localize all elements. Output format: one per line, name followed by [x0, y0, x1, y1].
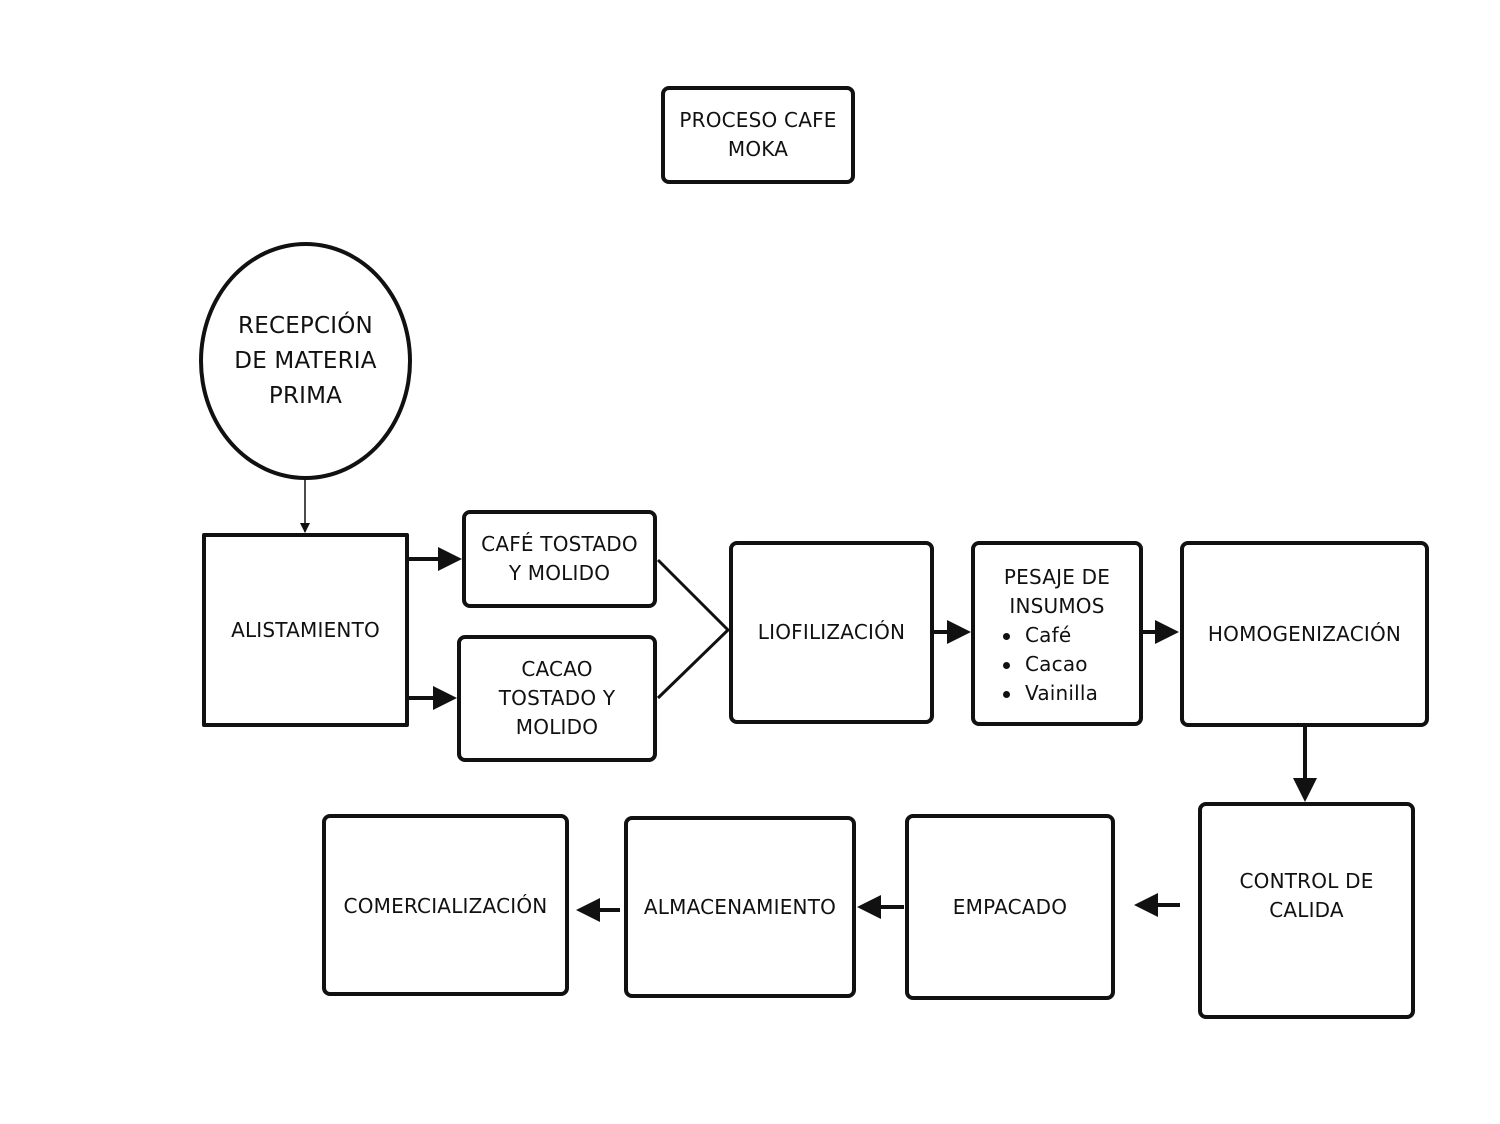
node-pesaje-insumos: PESAJE DE INSUMOS Café Cacao Vainilla	[971, 541, 1143, 726]
node-liofilizacion: LIOFILIZACIÓN	[729, 541, 934, 724]
node-control-calidad-label: CONTROL DE CALIDA	[1239, 867, 1373, 925]
node-pesaje-item: Café	[1001, 621, 1098, 650]
node-recepcion-label: RECEPCIÓN DE MATERIA PRIMA	[234, 309, 376, 414]
node-alistamiento-label: ALISTAMIENTO	[231, 616, 380, 645]
node-control-calidad: CONTROL DE CALIDA	[1198, 802, 1415, 1019]
node-comercializacion-label: COMERCIALIZACIÓN	[344, 892, 548, 921]
node-almacenamiento: ALMACENAMIENTO	[624, 816, 856, 998]
node-recepcion-materia-prima: RECEPCIÓN DE MATERIA PRIMA	[199, 242, 412, 480]
diagram-title: PROCESO CAFE MOKA	[679, 106, 836, 164]
node-cafe-tostado-label: CAFÉ TOSTADO Y MOLIDO	[481, 530, 638, 588]
node-pesaje-item: Cacao	[1001, 650, 1098, 679]
node-cacao-tostado-label: CACAO TOSTADO Y MOLIDO	[499, 655, 616, 742]
node-homogenizacion-label: HOMOGENIZACIÓN	[1208, 620, 1401, 649]
node-pesaje-item: Vainilla	[1001, 679, 1098, 708]
connector-cafe-cacao-to-liofilizacion	[658, 560, 728, 698]
node-alistamiento: ALISTAMIENTO	[202, 533, 409, 727]
node-almacenamiento-label: ALMACENAMIENTO	[644, 893, 836, 922]
node-empacado: EMPACADO	[905, 814, 1115, 1000]
node-homogenizacion: HOMOGENIZACIÓN	[1180, 541, 1429, 727]
node-cacao-tostado-molido: CACAO TOSTADO Y MOLIDO	[457, 635, 657, 762]
node-cafe-tostado-molido: CAFÉ TOSTADO Y MOLIDO	[462, 510, 657, 608]
node-pesaje-items: Café Cacao Vainilla	[1001, 621, 1098, 708]
node-liofilizacion-label: LIOFILIZACIÓN	[758, 618, 905, 647]
node-comercializacion: COMERCIALIZACIÓN	[322, 814, 569, 996]
diagram-title-box: PROCESO CAFE MOKA	[661, 86, 855, 184]
node-empacado-label: EMPACADO	[953, 893, 1067, 922]
node-pesaje-title: PESAJE DE INSUMOS	[1004, 563, 1110, 621]
